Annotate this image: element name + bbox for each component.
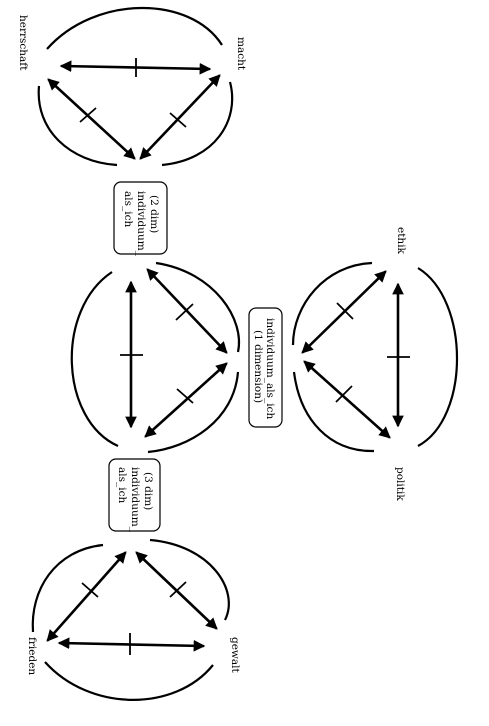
node-label-frieden: frieden bbox=[26, 637, 38, 675]
tick-mark bbox=[169, 112, 187, 128]
box-1-dimension: individuum_als_ich (1 dimension) bbox=[248, 307, 283, 428]
connector-arrow bbox=[146, 268, 228, 354]
circle-arc bbox=[147, 371, 240, 454]
connector-arrow bbox=[144, 362, 228, 438]
box-line-1: (2 dim) bbox=[148, 195, 160, 233]
box-line-2: individuum_ bbox=[129, 467, 141, 533]
triad-top: herrschaft macht bbox=[17, 6, 247, 167]
circle-arc bbox=[46, 6, 223, 50]
tick-mark bbox=[175, 303, 194, 321]
box-line-2: individuum_ bbox=[135, 191, 147, 257]
connector-arrow bbox=[139, 74, 221, 160]
box-line-3: als_ich bbox=[116, 467, 128, 503]
box-line-1: individuum_als_ich bbox=[264, 318, 276, 419]
triad-bottom: frieden gewalt bbox=[26, 538, 241, 701]
connector-arrow bbox=[46, 551, 127, 642]
circle-arc bbox=[70, 271, 119, 448]
tick-mark bbox=[79, 107, 97, 123]
tick-mark bbox=[176, 388, 194, 404]
triad-right: ethik politik bbox=[291, 227, 459, 501]
box-frame bbox=[248, 307, 283, 428]
tick-mark bbox=[335, 385, 353, 403]
circle-arc bbox=[149, 538, 230, 621]
tick-mark bbox=[336, 302, 354, 320]
connector-arrow bbox=[57, 637, 206, 652]
circle-arc bbox=[417, 267, 459, 447]
box-2-dim: (2 dim) individuum_ als_ich bbox=[113, 181, 168, 257]
box-3-dim: (3 dim) individuum_ als_ich bbox=[108, 458, 161, 533]
circle-arc bbox=[37, 85, 118, 167]
node-label-macht: macht bbox=[235, 37, 247, 71]
node-label-ethik: ethik bbox=[395, 227, 407, 255]
node-label-politik: politik bbox=[394, 467, 406, 501]
box-frame bbox=[113, 181, 168, 255]
circle-arc bbox=[291, 261, 373, 346]
circle-arc bbox=[155, 261, 241, 353]
box-line-2: (1 dimension) bbox=[252, 330, 264, 403]
box-frame bbox=[108, 458, 161, 532]
box-line-3: als_ich bbox=[122, 191, 134, 227]
node-label-herrschaft: herrschaft bbox=[17, 15, 29, 71]
tick-mark bbox=[169, 581, 187, 598]
circle-arc bbox=[44, 661, 214, 701]
connector-arrow bbox=[47, 78, 136, 160]
triad-middle bbox=[70, 261, 241, 454]
tick-mark bbox=[81, 582, 99, 598]
node-label-gewalt: gewalt bbox=[229, 637, 241, 674]
box-line-1: (3 dim) bbox=[142, 472, 154, 510]
connector-arrow bbox=[303, 360, 391, 439]
connector-arrow bbox=[301, 270, 387, 354]
